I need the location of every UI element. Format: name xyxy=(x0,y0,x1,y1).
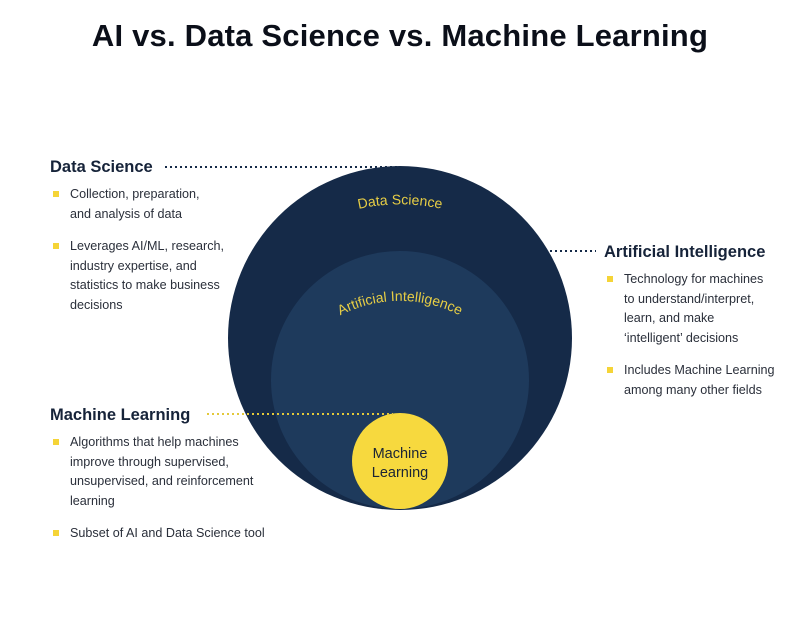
list-item: Collection, preparation, and analysis of… xyxy=(50,185,250,224)
bullet-text-line: decisions xyxy=(70,297,123,312)
bullet-text-line: Subset of AI and Data Science tool xyxy=(70,526,265,540)
list-item: Includes Machine Learning among many oth… xyxy=(604,361,790,400)
bullet-text-line: Includes Machine Learning xyxy=(624,363,775,377)
data-science-section: Data Science Collection, preparation, an… xyxy=(50,158,250,328)
artificial-intelligence-heading: Artificial Intelligence xyxy=(604,243,766,261)
list-item: Subset of AI and Data Science tool xyxy=(50,524,280,544)
bullet-text-line: Technology for machines xyxy=(624,272,764,286)
bullet-text-line: and analysis of data xyxy=(70,206,183,221)
machine-learning-section: Machine Learning Algorithms that help ma… xyxy=(50,406,280,557)
bullet-text-line: learn, and make xyxy=(624,311,715,325)
ml-circle-label-line2: Learning xyxy=(372,465,428,481)
artificial-intelligence-section: Artificial Intelligence Technology for m… xyxy=(604,243,790,413)
list-item: Technology for machines to understand/in… xyxy=(604,270,790,348)
bullet-icon xyxy=(53,439,59,445)
bullet-text-line: ‘intelligent’ decisions xyxy=(624,330,739,345)
bullet-icon xyxy=(53,191,59,197)
bullet-text-line: learning xyxy=(70,493,115,508)
bullet-text-line: improve through supervised, xyxy=(70,454,229,469)
machine-learning-circle xyxy=(352,413,448,509)
machine-learning-heading: Machine Learning xyxy=(50,406,191,424)
list-item: Leverages AI/ML, research, industry expe… xyxy=(50,237,250,315)
bullet-icon xyxy=(607,367,613,373)
bullet-icon xyxy=(53,243,59,249)
bullet-text-line: statistics to make business xyxy=(70,278,220,292)
bullet-text-line: to understand/interpret, xyxy=(624,291,755,306)
bullet-text-line: among many other fields xyxy=(624,382,762,397)
bullet-icon xyxy=(53,530,59,536)
bullet-text-line: industry expertise, and xyxy=(70,258,197,273)
bullet-text-line: Leverages AI/ML, research, xyxy=(70,239,225,253)
bullet-text-line: Algorithms that help machines xyxy=(70,435,239,449)
page-title: AI vs. Data Science vs. Machine Learning xyxy=(91,18,709,53)
data-science-circle-label: Data Science xyxy=(356,191,444,212)
data-science-heading: Data Science xyxy=(50,158,153,176)
artificial-intelligence-circle xyxy=(271,251,529,509)
list-item: Algorithms that help machines improve th… xyxy=(50,433,280,511)
bullet-text-line: unsupervised, and reinforcement xyxy=(70,474,254,488)
ml-circle-label-line1: Machine xyxy=(373,446,428,462)
bullet-icon xyxy=(607,276,613,282)
bullet-text-line: Collection, preparation, xyxy=(70,187,200,201)
